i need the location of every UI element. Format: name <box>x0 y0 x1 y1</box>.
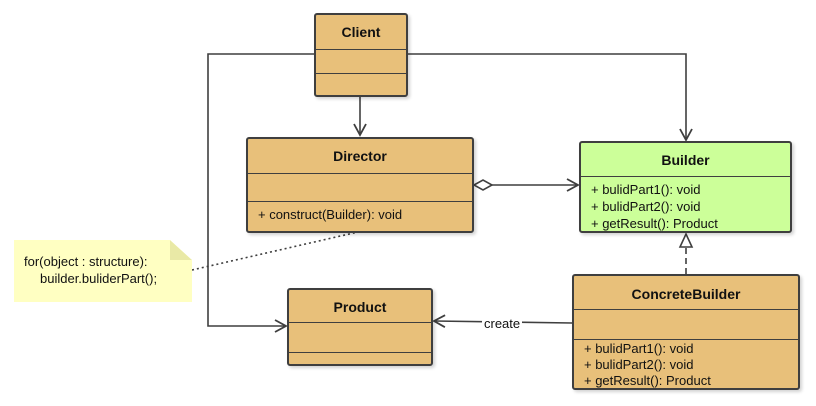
builder-method: + getResult(): Product <box>591 216 718 231</box>
create-relation-label: create <box>482 316 523 331</box>
client-class-name: Client <box>341 24 381 40</box>
director-attributes-compartment <box>248 173 472 201</box>
director-methods-compartment: + construct(Builder): void <box>248 201 472 231</box>
director-method: + construct(Builder): void <box>258 207 403 222</box>
note-line: for(object : structure): <box>24 254 148 269</box>
note-line: builder.buliderPart(); <box>40 271 158 286</box>
director-class[interactable]: Director + construct(Builder): void <box>246 137 474 233</box>
director-class-name: Director <box>333 148 387 164</box>
client-product-association <box>207 53 315 333</box>
concretebuilder-method: + bulidPart1(): void <box>584 341 694 356</box>
builder-class[interactable]: Builder + bulidPart1(): void + bulidPart… <box>579 141 792 233</box>
concretebuilder-attributes-compartment <box>574 309 798 339</box>
client-class[interactable]: Client <box>314 13 408 97</box>
concretebuilder-class[interactable]: ConcreteBuilder + bulidPart1(): void + b… <box>572 274 800 390</box>
code-note[interactable]: for(object : structure): builder.bulider… <box>14 240 192 302</box>
product-class[interactable]: Product <box>287 288 433 366</box>
builder-class-name: Builder <box>661 152 710 168</box>
client-methods-compartment <box>316 73 406 95</box>
note-anchor-line <box>191 231 359 271</box>
product-attributes-compartment <box>289 322 431 352</box>
client-builder-association <box>408 53 693 142</box>
concretebuilder-class-name: ConcreteBuilder <box>631 286 741 302</box>
builder-methods-compartment: + bulidPart1(): void + bulidPart2(): voi… <box>581 176 790 231</box>
product-class-name: Product <box>333 299 387 315</box>
concretebuilder-method: + bulidPart2(): void <box>584 357 694 372</box>
concretebuilder-methods-compartment: + bulidPart1(): void + bulidPart2(): voi… <box>574 339 798 388</box>
builder-method: + bulidPart2(): void <box>591 199 701 214</box>
client-attributes-compartment <box>316 49 406 73</box>
concretebuilder-method: + getResult(): Product <box>584 373 711 388</box>
builder-method: + bulidPart1(): void <box>591 182 701 197</box>
product-methods-compartment <box>289 352 431 364</box>
